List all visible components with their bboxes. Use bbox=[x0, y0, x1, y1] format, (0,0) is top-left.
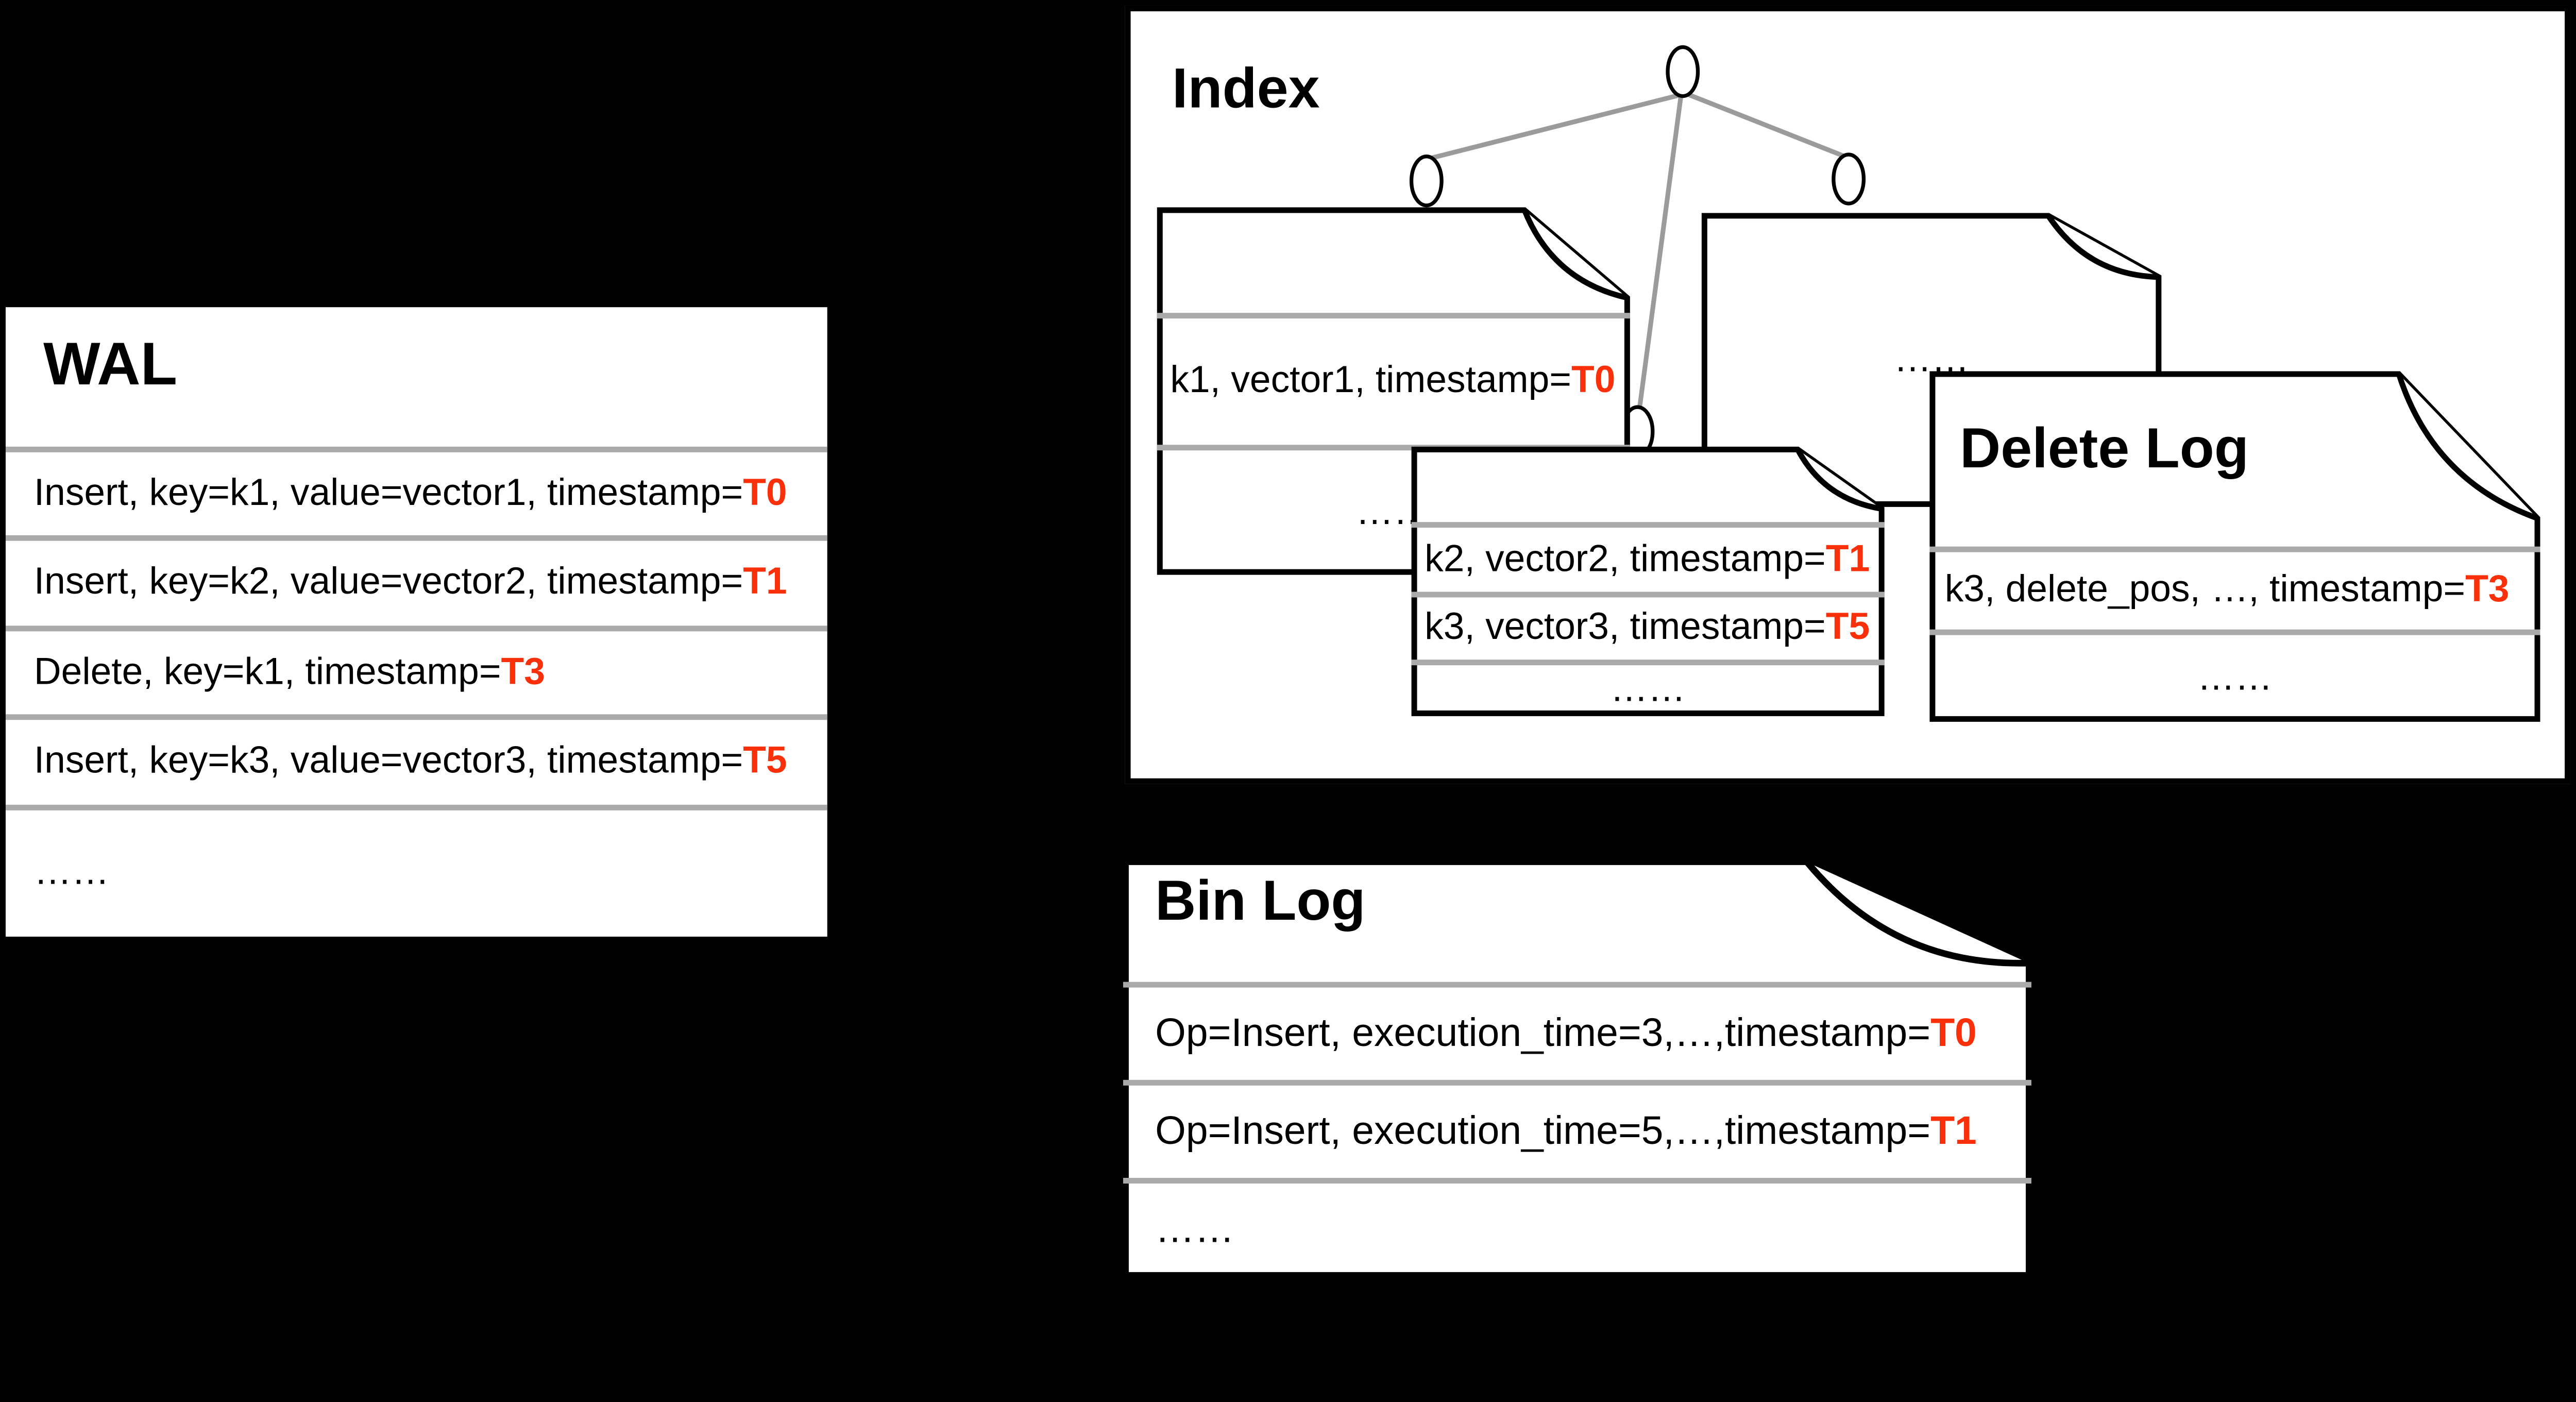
page-curl-shape bbox=[1411, 446, 1885, 716]
timestamp-value: T0 bbox=[1571, 360, 1616, 402]
delete-log-row-text: …… bbox=[2197, 656, 2273, 699]
segment-row: k2, vector2, timestamp=T1 bbox=[1411, 522, 1885, 592]
timestamp-value: T0 bbox=[1930, 1011, 1977, 1055]
tree-root-node-icon bbox=[1666, 45, 1700, 98]
segment-row: k1, vector1, timestamp=T0 bbox=[1157, 313, 1630, 445]
page-curl-shape bbox=[1123, 859, 2031, 1278]
bin-log-doc: Bin Log Op=Insert, execution_time=3,…,ti… bbox=[1123, 859, 2031, 1278]
bin-log-row: …… bbox=[1123, 1178, 2031, 1278]
delete-log-row: …… bbox=[1929, 629, 2540, 722]
timestamp-value: T1 bbox=[743, 561, 787, 603]
bin-log-row: Op=Insert, execution_time=5,…,timestamp=… bbox=[1123, 1079, 2031, 1178]
timestamp-value: T0 bbox=[743, 472, 787, 514]
wal-row: …… bbox=[5, 804, 827, 937]
timestamp-value: T5 bbox=[743, 740, 787, 782]
timestamp-value: T1 bbox=[1930, 1109, 1977, 1153]
delete-log-doc: Delete Log k3, delete_pos, …, timestamp=… bbox=[1929, 371, 2540, 722]
bin-log-title: Bin Log bbox=[1155, 870, 1366, 933]
segment-row: k3, vector3, timestamp=T5 bbox=[1411, 592, 1885, 660]
timestamp-value: T3 bbox=[501, 651, 545, 693]
wal-row-text: Delete, key=k1, timestamp= bbox=[33, 651, 501, 693]
bin-log-row: Op=Insert, execution_time=3,…,timestamp=… bbox=[1123, 982, 2031, 1080]
wal-box: WAL Insert, key=k1, value=vector1, times… bbox=[5, 307, 827, 937]
architecture-diagram: WAL Insert, key=k1, value=vector1, times… bbox=[5, 5, 2571, 1278]
index-title: Index bbox=[1172, 58, 1320, 121]
tree-edge-root-right bbox=[1682, 90, 1846, 159]
index-tree-diagram bbox=[1409, 45, 1866, 458]
bin-log-row-text: Op=Insert, execution_time=5,…,timestamp= bbox=[1155, 1109, 1931, 1153]
fold-crease-icon bbox=[1795, 448, 1883, 512]
delete-log-row-text: k3, delete_pos, …, timestamp= bbox=[1944, 569, 2466, 611]
index-segment-doc-middle: k2, vector2, timestamp=T1 k3, vector3, t… bbox=[1411, 446, 1885, 716]
fold-crease-icon bbox=[2396, 373, 2538, 521]
wal-row: Insert, key=k3, value=vector3, timestamp… bbox=[5, 714, 827, 805]
bin-log-row-text: Op=Insert, execution_time=3,…,timestamp= bbox=[1155, 1011, 1931, 1055]
wal-row: Insert, key=k2, value=vector2, timestamp… bbox=[5, 535, 827, 626]
timestamp-value: T3 bbox=[2465, 569, 2510, 611]
fold-crease-icon bbox=[1804, 860, 2029, 967]
tree-right-node-icon bbox=[1832, 153, 1866, 206]
fold-crease-icon bbox=[2046, 214, 2159, 280]
tree-left-node-icon bbox=[1409, 154, 1444, 208]
tree-edge-root-middle bbox=[1637, 95, 1684, 410]
segment-row-text: k1, vector1, timestamp= bbox=[1170, 360, 1572, 402]
segment-row-text: k3, vector3, timestamp= bbox=[1425, 606, 1826, 649]
wal-title: WAL bbox=[43, 330, 178, 398]
segment-row-text: …… bbox=[1610, 669, 1686, 711]
segment-row: …… bbox=[1411, 660, 1885, 716]
wal-row-text: …… bbox=[33, 852, 110, 893]
wal-row: Delete, key=k1, timestamp=T3 bbox=[5, 626, 827, 714]
wal-row-text: Insert, key=k3, value=vector3, timestamp… bbox=[33, 740, 743, 782]
fold-crease-icon bbox=[1521, 209, 1628, 301]
tree-edge-root-left bbox=[1430, 92, 1684, 161]
delete-log-row: k3, delete_pos, …, timestamp=T3 bbox=[1929, 546, 2540, 630]
bin-log-row-text: …… bbox=[1155, 1208, 1234, 1252]
wal-row-text: Insert, key=k2, value=vector2, timestamp… bbox=[33, 561, 743, 603]
delete-log-title: Delete Log bbox=[1959, 418, 2249, 481]
timestamp-value: T1 bbox=[1825, 538, 1870, 580]
segment-row-text: k2, vector2, timestamp= bbox=[1425, 538, 1826, 580]
wal-row-text: Insert, key=k1, value=vector1, timestamp… bbox=[33, 472, 743, 514]
wal-row: Insert, key=k1, value=vector1, timestamp… bbox=[5, 446, 827, 535]
timestamp-value: T5 bbox=[1825, 606, 1870, 649]
